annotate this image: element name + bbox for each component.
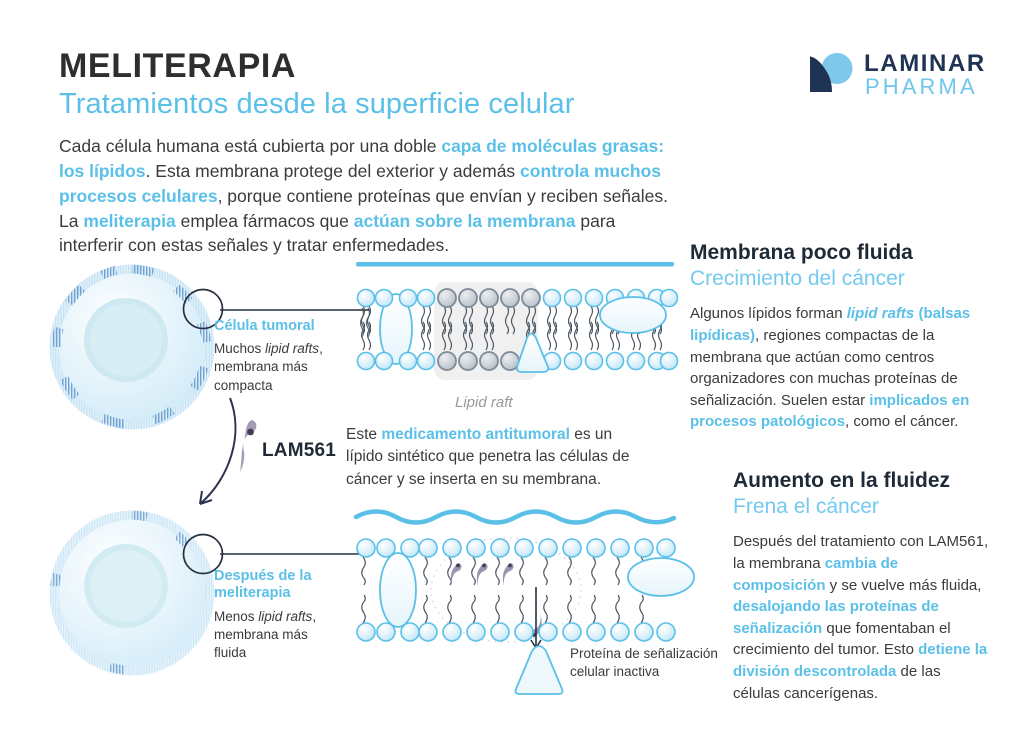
fluid-membrane-diagram <box>353 505 695 655</box>
section-subheading: Crecimiento del cáncer <box>690 267 905 291</box>
logo-name-bottom: PHARMA <box>865 74 978 99</box>
lam561-label: LAM561 <box>262 440 337 461</box>
section-heading: Membrana poco fluida <box>690 241 913 264</box>
tumor-cell-illustration <box>49 262 220 437</box>
inactive-signalling-protein-icon <box>510 643 568 695</box>
callout-despues-meliterapia: Después de la meliterapia Menos lipid ra… <box>214 568 339 662</box>
logo-name-top: LAMINAR <box>864 50 986 77</box>
callout-title: Después de la meliterapia <box>214 568 312 602</box>
treated-cell-leader-line <box>220 552 370 556</box>
laminar-circle-wave-mark-icon <box>806 51 858 95</box>
inactive-protein-caption: Proteína de señalización celular inactiv… <box>570 646 718 679</box>
callout-body: Muchos lipid rafts, membrana más compact… <box>214 341 323 393</box>
callout-body: Menos lipid rafts, membrana más fluida <box>214 608 317 660</box>
page-subtitle: Tratamientos desde la superficie celular <box>59 88 575 120</box>
section-heading: Aumento en la fluidez <box>733 469 951 492</box>
rigid-membrane-diagram <box>356 262 679 392</box>
tumor-cell-magnifier-icon <box>182 288 224 330</box>
section-body: Después del tratamiento con LAM561, la m… <box>733 533 989 702</box>
callout-celula-tumoral: Célula tumoral Muchos lipid rafts, membr… <box>214 318 339 395</box>
laminar-pharma-logo: LAMINAR PHARMA <box>806 48 984 99</box>
section-subheading: Frena el cáncer <box>733 495 879 519</box>
middle-explanation-text: Este medicamento antitumoral es un lípid… <box>346 426 630 488</box>
intro-paragraph: Cada célula humana está cubierta por una… <box>59 136 669 256</box>
section-aumento-fluidez: Aumento en la fluidez Frena el cáncer De… <box>733 468 991 704</box>
section-membrana-poco-fluida: Membrana poco fluida Crecimiento del cán… <box>690 240 990 433</box>
lipid-raft-caption: Lipid raft <box>455 394 513 411</box>
tumor-cell-leader-line <box>220 308 370 312</box>
callout-title: Célula tumoral <box>214 318 315 334</box>
treated-cell-illustration <box>49 508 220 683</box>
section-body: Algunos lípidos forman lipid rafts (bals… <box>690 305 971 431</box>
lam561-lipid-molecule-icon <box>232 414 262 474</box>
transition-arrow-icon <box>172 392 252 514</box>
page-title: MELITERAPIA <box>59 47 297 85</box>
